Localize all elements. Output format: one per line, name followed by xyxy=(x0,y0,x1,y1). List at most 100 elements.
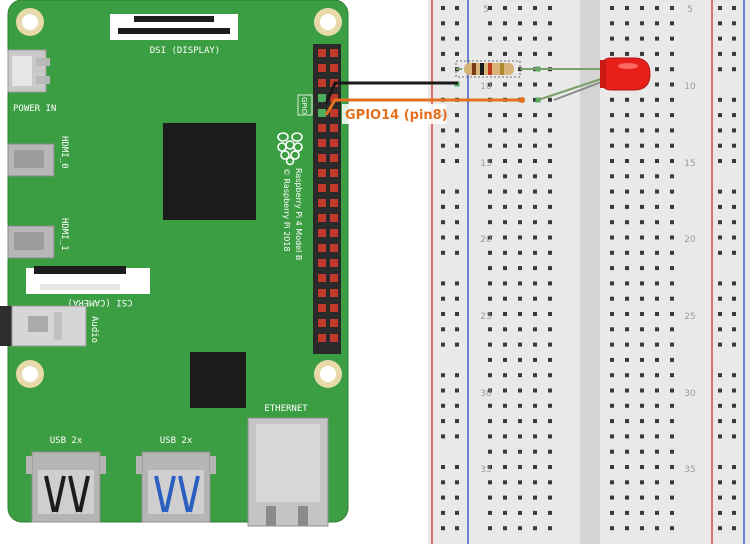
breadboard-hole xyxy=(732,327,736,332)
breadboard-hole xyxy=(503,312,507,316)
breadboard-hole xyxy=(670,36,674,41)
breadboard-hole xyxy=(503,204,507,209)
gpio-pin xyxy=(330,109,338,117)
breadboard-hole xyxy=(670,510,674,515)
gpio-pin xyxy=(318,319,326,327)
breadboard-hole xyxy=(640,419,644,424)
breadboard-hole xyxy=(455,403,459,408)
breadboard-hole xyxy=(455,281,459,286)
breadboard-hole xyxy=(732,373,736,378)
breadboard-hole xyxy=(518,342,522,347)
hdmi1-label: HDMI_1 xyxy=(59,218,69,251)
breadboard-hole xyxy=(503,357,507,362)
breadboard-hole xyxy=(533,357,537,362)
breadboard-hole xyxy=(548,434,552,439)
breadboard-hole xyxy=(732,159,736,163)
row-number-left-10: 10 xyxy=(480,82,492,92)
breadboard-hole xyxy=(548,204,552,209)
breadboard-hole xyxy=(625,159,629,163)
breadboard-hole xyxy=(518,327,522,332)
breadboard-hole xyxy=(718,189,722,194)
breadboard-hole xyxy=(441,526,445,531)
breadboard-hole xyxy=(655,342,659,347)
row-number-left-30: 30 xyxy=(480,389,492,399)
breadboard-hole xyxy=(670,373,674,378)
breadboard-hole xyxy=(518,449,522,454)
breadboard-hole xyxy=(441,327,445,332)
breadboard-hole xyxy=(518,403,522,408)
breadboard-hole xyxy=(503,526,507,531)
breadboard-hole xyxy=(548,495,552,500)
gpio-pin xyxy=(318,334,326,342)
breadboard-hole xyxy=(655,159,659,163)
breadboard-hole xyxy=(655,373,659,378)
breadboard-hole xyxy=(670,357,674,362)
soc-chip xyxy=(163,123,256,220)
breadboard-hole xyxy=(503,510,507,515)
power-label: POWER IN xyxy=(13,104,56,114)
breadboard-hole xyxy=(610,465,614,469)
breadboard-hole xyxy=(732,480,736,485)
gpio14-label: GPIO14 (pin8) xyxy=(345,108,448,123)
breadboard-hole xyxy=(518,250,522,255)
breadboard-hole xyxy=(640,128,644,133)
breadboard-hole xyxy=(518,51,522,56)
breadboard-hole xyxy=(655,510,659,515)
gpio-pin xyxy=(330,169,338,177)
breadboard-hole xyxy=(670,281,674,286)
gpio-label: GPIO xyxy=(300,97,308,115)
breadboard-hole xyxy=(610,403,614,408)
breadboard-hole xyxy=(732,312,736,316)
breadboard-hole xyxy=(640,327,644,332)
gpio-pin xyxy=(330,214,338,222)
breadboard-hole xyxy=(670,220,674,225)
breadboard-hole xyxy=(625,281,629,286)
gpio14-wire-end xyxy=(519,97,525,103)
breadboard-hole xyxy=(670,465,674,469)
breadboard-hole xyxy=(518,434,522,439)
breadboard-hole xyxy=(610,434,614,439)
breadboard-hole xyxy=(610,373,614,378)
breadboard-hole xyxy=(503,281,507,286)
breadboard-hole xyxy=(655,67,659,72)
breadboard-hole xyxy=(732,235,736,240)
gpio-pin xyxy=(330,154,338,162)
breadboard-hole xyxy=(488,250,492,255)
breadboard-hole xyxy=(610,342,614,347)
gpio14-callout: GPIO14 (pin8) xyxy=(342,104,448,124)
breadboard-hole xyxy=(488,143,492,148)
breadboard-hole xyxy=(533,189,537,194)
breadboard-hole xyxy=(518,189,522,194)
breadboard-hole xyxy=(548,82,552,87)
row-number-left-15: 15 xyxy=(480,159,491,169)
breadboard-hole xyxy=(488,159,492,163)
breadboard-hole xyxy=(640,113,644,118)
breadboard-hole xyxy=(441,373,445,378)
breadboard-hole xyxy=(455,388,459,393)
breadboard-hole xyxy=(441,250,445,255)
breadboard-hole xyxy=(640,296,644,301)
breadboard-hole xyxy=(655,449,659,454)
breadboard-hole xyxy=(655,189,659,194)
breadboard-hole xyxy=(488,51,492,56)
breadboard-hole xyxy=(503,51,507,56)
breadboard-hole xyxy=(503,159,507,163)
breadboard-hole xyxy=(718,327,722,332)
gpio-pin xyxy=(330,334,338,342)
breadboard-hole xyxy=(718,526,722,531)
breadboard-hole xyxy=(655,327,659,332)
breadboard-hole xyxy=(441,388,445,393)
row-number-right-30: 30 xyxy=(684,389,696,399)
row-number-left-5: 5 xyxy=(483,5,489,15)
resistor xyxy=(455,60,521,78)
breadboard-hole xyxy=(441,235,445,240)
breadboard-hole xyxy=(548,174,552,179)
breadboard-hole xyxy=(503,373,507,378)
breadboard-hole xyxy=(533,204,537,209)
breadboard-hole xyxy=(488,342,492,347)
breadboard-hole xyxy=(488,373,492,378)
breadboard-hole xyxy=(441,6,445,10)
breadboard-hole xyxy=(548,480,552,485)
breadboard-hole xyxy=(625,357,629,362)
